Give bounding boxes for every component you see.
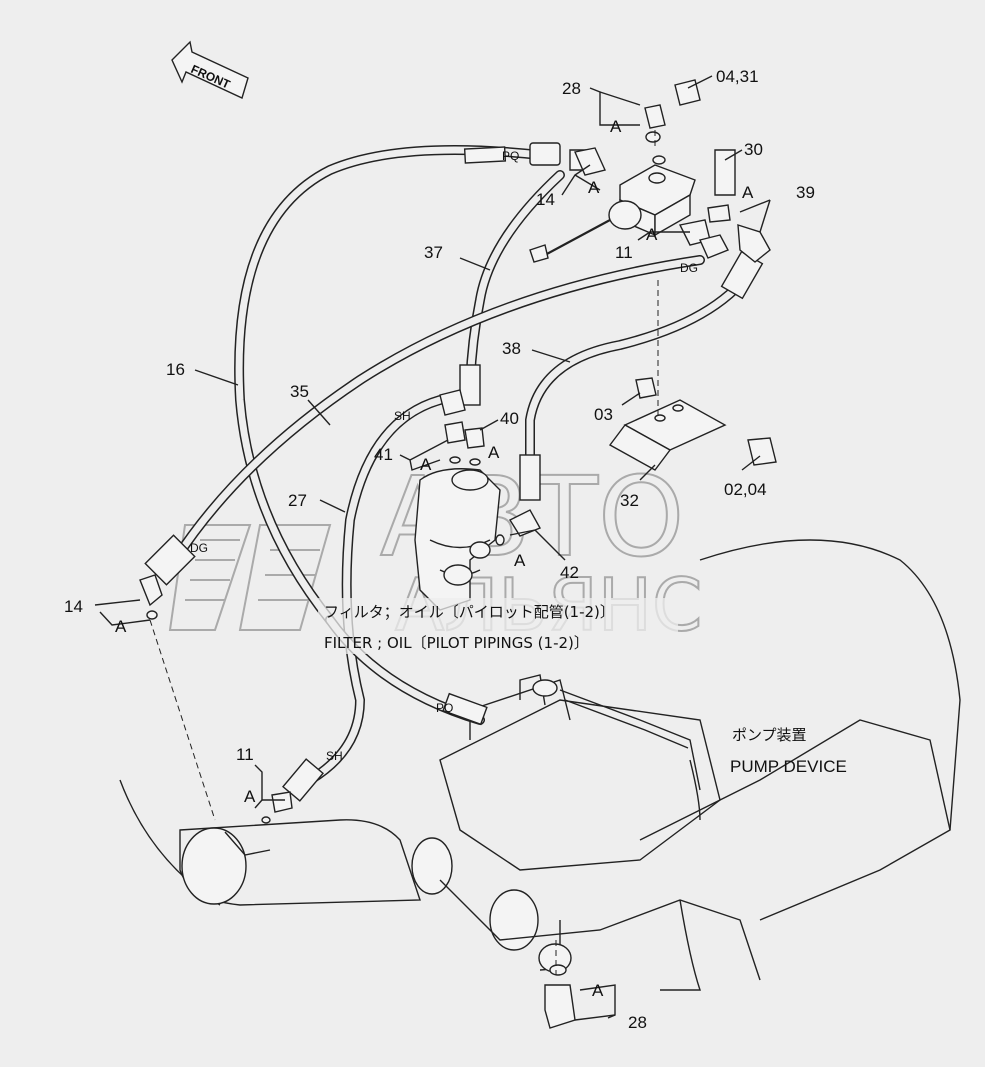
tag-pq-top: PQ xyxy=(502,149,519,163)
callout-28-bottom: 28 xyxy=(628,1013,647,1032)
callout-32: 32 xyxy=(620,491,639,510)
valve-block xyxy=(529,79,771,263)
callout-11-bottom: 11 xyxy=(236,745,254,764)
mark-a: A xyxy=(115,617,127,636)
filter-caption-en: FILTER ; OIL〔PILOT PIPINGS (1-2)〕 xyxy=(324,634,589,652)
hose-16 xyxy=(234,145,545,625)
hose-35 xyxy=(170,255,705,565)
mark-a: A xyxy=(610,117,622,136)
callouts: 28 04,31 30 14 39 11 37 16 35 38 40 03 4… xyxy=(64,67,815,1032)
front-arrow-icon: FRONT xyxy=(171,40,249,99)
callout-14-top: 14 xyxy=(536,190,555,209)
mark-a: A xyxy=(742,183,754,202)
mark-a: A xyxy=(592,981,604,1000)
callout-11-top: 11 xyxy=(615,243,633,262)
mark-a: A xyxy=(588,178,600,197)
mark-a: A xyxy=(244,787,256,806)
callout-40: 40 xyxy=(500,409,519,428)
mark-a: A xyxy=(488,443,500,462)
tag-dg-top: DG xyxy=(680,261,698,275)
callout-28-top: 28 xyxy=(562,79,581,98)
oil-filter xyxy=(414,468,501,611)
hose-38 xyxy=(525,260,760,495)
tag-dg-left: DG xyxy=(190,541,208,555)
callout-30: 30 xyxy=(744,140,763,159)
bracket-32 xyxy=(608,377,777,471)
callout-27: 27 xyxy=(288,491,307,510)
tag-sh-mid: SH xyxy=(394,409,411,423)
filter-caption-jp: フィルタ；オイル〔パイロット配管(1-2)〕 xyxy=(324,603,615,621)
pump-device: ポンプ装置 PUMP DEVICE xyxy=(119,539,961,991)
mark-a: A xyxy=(646,225,658,244)
callout-leaders xyxy=(94,75,771,1021)
callout-16: 16 xyxy=(166,360,185,379)
callout-14-left: 14 xyxy=(64,597,83,616)
callout-38: 38 xyxy=(502,339,521,358)
watermark-logo xyxy=(168,524,332,631)
callout-42: 42 xyxy=(560,563,579,582)
callout-02-04: 02,04 xyxy=(724,480,767,499)
pump-caption-en: PUMP DEVICE xyxy=(730,757,847,776)
pump-caption-jp: ポンプ装置 xyxy=(732,726,807,744)
small-fittings xyxy=(139,421,576,1029)
callout-37: 37 xyxy=(424,243,443,262)
callout-03: 03 xyxy=(594,405,613,424)
tag-sh-bottom: SH xyxy=(326,749,343,763)
mark-a: A xyxy=(420,455,432,474)
callout-35: 35 xyxy=(290,382,309,401)
callout-39: 39 xyxy=(796,183,815,202)
callout-04-31: 04,31 xyxy=(716,67,759,86)
callout-41: 41 xyxy=(374,445,393,464)
hose-tags: PQ DG SH DG PQ SH xyxy=(190,149,698,763)
filter-caption: フィルタ；オイル〔パイロット配管(1-2)〕 FILTER ; OIL〔PILO… xyxy=(318,598,678,654)
mark-a: A xyxy=(514,551,526,570)
leader-lines xyxy=(149,130,659,975)
subassembly-marks: A A A A A A A A A A xyxy=(115,117,754,1000)
tag-pq-bottom: PQ xyxy=(436,701,453,715)
